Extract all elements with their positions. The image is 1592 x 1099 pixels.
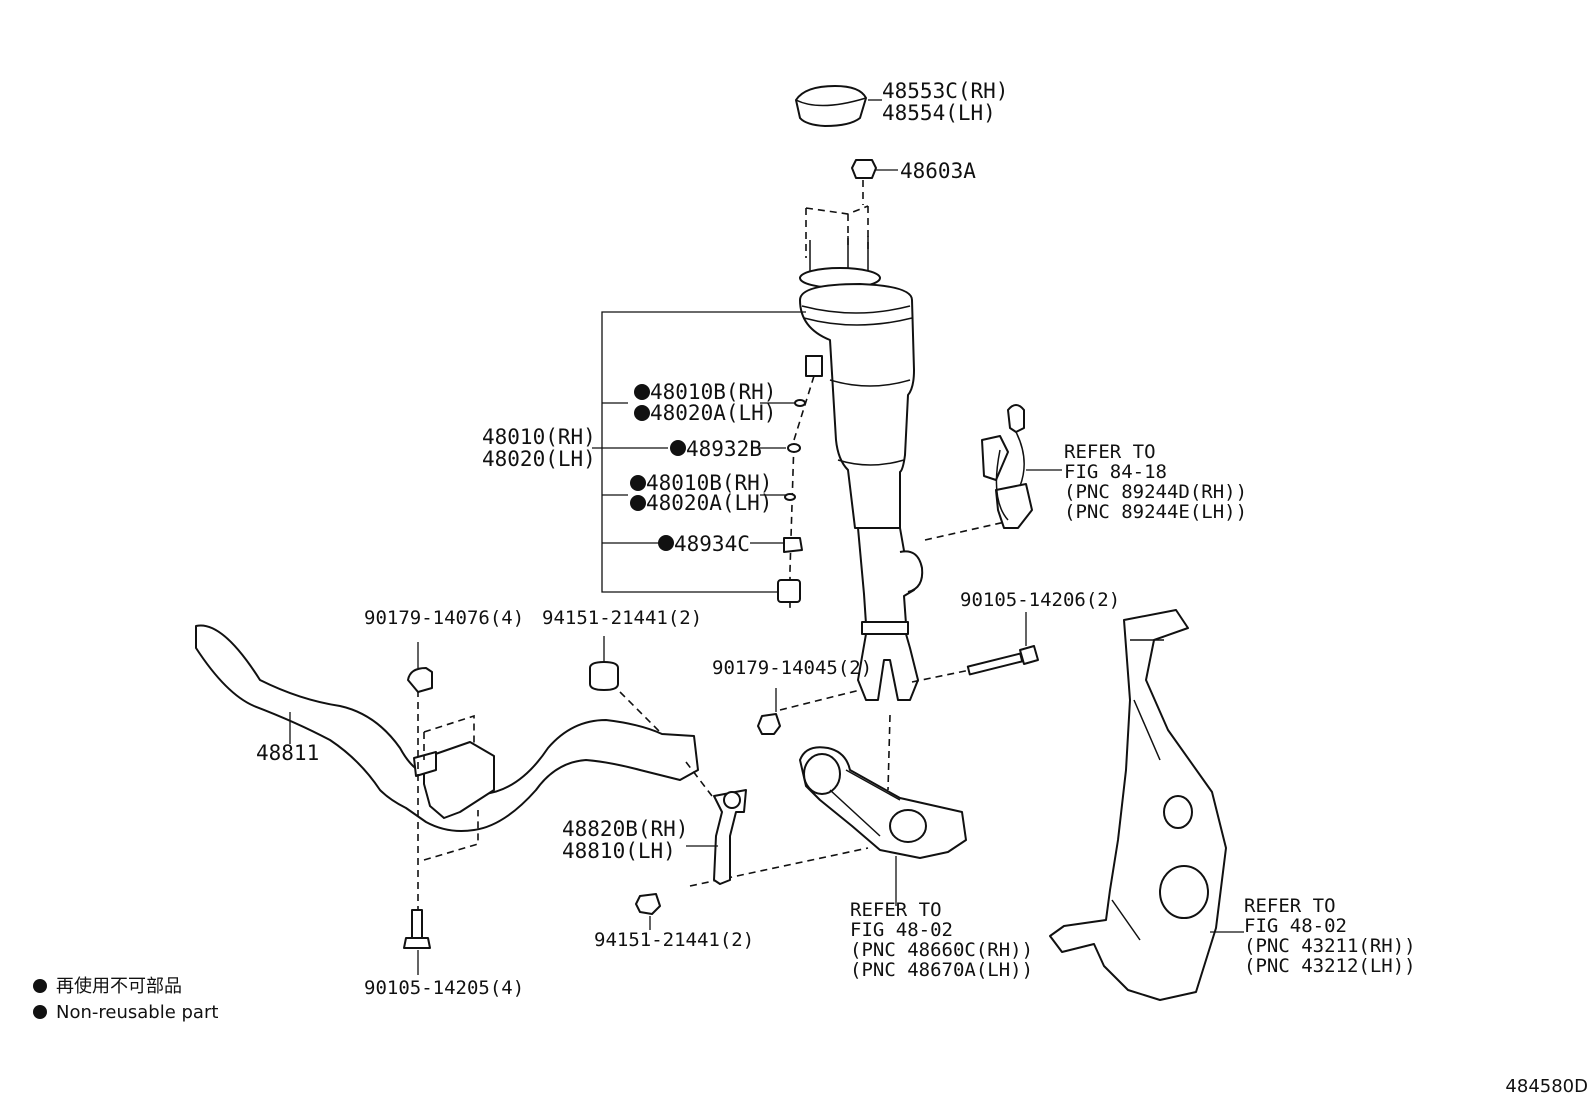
cap-label-lh: 48554(LH) [882,101,996,125]
link-bushing-top [589,661,619,691]
clip [783,537,803,553]
strut-bolt [966,645,1039,676]
sub1-label-lh: 48020A(LH) [650,401,776,425]
legend-jp: 再使用不可部品 [56,976,182,997]
refer-sensor-line4: (PNC 89244E(LH)) [1064,501,1247,523]
top-nut [851,159,877,179]
sub2-label-rh: 48010B(RH) [646,471,772,495]
absorber-label-lh: 48020(LH) [482,447,596,471]
steering-knuckle [1049,609,1227,1001]
non-reusable-dot-icon [658,535,674,551]
non-reusable-dot-icon [634,405,650,421]
strut-nut [757,713,781,735]
non-reusable-dot-icon [634,384,650,400]
bushing-bottom-label: 94151-21441(2) [594,929,754,951]
o-ring-1 [794,399,806,407]
strut-bolt-label: 90105-14206(2) [960,589,1120,611]
stabilizer-bracket [413,741,495,819]
cap-label-rh: 48553C(RH) [882,79,1008,103]
sub1-label-rh: 48010B(RH) [650,380,776,404]
dust-cap [795,85,867,127]
refer-sensor-line2: FIG 84-18 [1064,461,1167,483]
bracket-bolt-label: 90179-14076(4) [364,607,524,629]
air-strut [799,236,924,701]
bracket-bolt [407,667,433,693]
o-ring-2 [787,443,801,453]
link-label-lh: 48810(LH) [562,839,676,863]
legend: 再使用不可部品 Non-reusable part [33,976,218,1023]
nut-label: 48603A [900,159,976,183]
lower-arm [799,746,967,859]
link-bushing-bottom [635,893,661,915]
refer-knuckle-line4: (PNC 43212(LH)) [1244,955,1416,977]
figure-id: 484580D [1505,1076,1588,1097]
stabilizer-label: 48811 [256,741,319,765]
height-sensor [981,404,1033,529]
link-label-rh: 48820B(RH) [562,817,688,841]
bracket-lower-bolt [403,909,431,949]
clip-label: 48934C [674,532,750,556]
bolt-bottom-label: 90105-14205(4) [364,977,524,999]
refer-knuckle-line3: (PNC 43211(RH)) [1244,935,1416,957]
refer-arm-line4: (PNC 48670A(LH)) [850,959,1033,981]
non-reusable-dot-icon [630,495,646,511]
refer-knuckle-line1: REFER TO [1244,895,1336,917]
refer-arm-line3: (PNC 48660C(RH)) [850,939,1033,961]
refer-sensor-line1: REFER TO [1064,441,1156,463]
connector-cap [777,579,801,603]
oring-label: 48932B [686,437,762,461]
bushing-top-label: 94151-21441(2) [542,607,702,629]
stabilizer-link [713,789,747,885]
absorber-label-rh: 48010(RH) [482,425,596,449]
sub2-label-lh: 48020A(LH) [646,491,772,515]
refer-arm-line1: REFER TO [850,899,942,921]
strut-nut-label: 90179-14045(2) [712,657,872,679]
refer-arm-line2: FIG 48-02 [850,919,953,941]
filled-circle-icon [33,1005,47,1019]
non-reusable-dot-icon [670,440,686,456]
non-reusable-dot-icon [630,475,646,491]
refer-sensor-line3: (PNC 89244D(RH)) [1064,481,1247,503]
legend-en: Non-reusable part [56,1002,218,1023]
refer-knuckle-line2: FIG 48-02 [1244,915,1347,937]
o-ring-3 [784,493,796,501]
filled-circle-icon [33,979,47,993]
